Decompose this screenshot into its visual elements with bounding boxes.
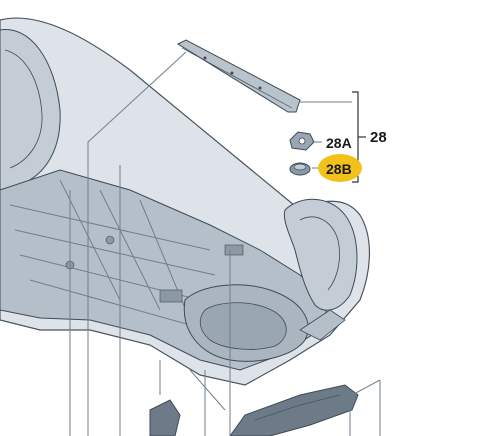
bracket-part-icon: [149, 399, 181, 436]
underbody-cover-icon: [229, 384, 359, 436]
clip-part-icon: [289, 162, 311, 176]
reinforcement-bar-icon: [176, 39, 301, 113]
label-28a: 28A: [326, 135, 352, 151]
bracket-part-icon: [289, 131, 315, 151]
underbody-panel-icon: [0, 17, 370, 386]
label-28: 28: [370, 129, 387, 146]
highlight-marker: [318, 154, 362, 182]
group-bracket: [352, 91, 366, 183]
leader-lines: [69, 51, 381, 436]
label-28b: 28B: [326, 161, 352, 177]
